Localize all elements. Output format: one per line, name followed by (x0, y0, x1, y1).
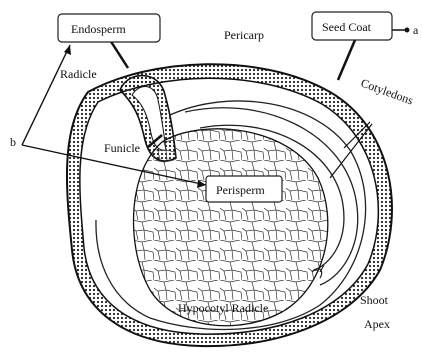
radicle-label: Radicle (60, 67, 97, 81)
seed-coat-label: Seed Coat (322, 20, 372, 34)
apex-label: Apex (364, 317, 390, 331)
cotyledons-label: Cotyledons (359, 76, 415, 108)
shoot-label: Shoot (360, 293, 389, 307)
endosperm-label: Endosperm (71, 22, 126, 36)
hypocotyl-radicle-label: Hypocotyl Radicle (178, 301, 268, 315)
pericarp-label: Pericarp (224, 28, 264, 42)
right-edge-label: a (413, 23, 419, 37)
perisperm-mass (134, 129, 328, 326)
perisperm-label: Perisperm (216, 183, 265, 197)
funicle-label: Funicle (104, 141, 140, 155)
b-label: b (10, 135, 16, 149)
